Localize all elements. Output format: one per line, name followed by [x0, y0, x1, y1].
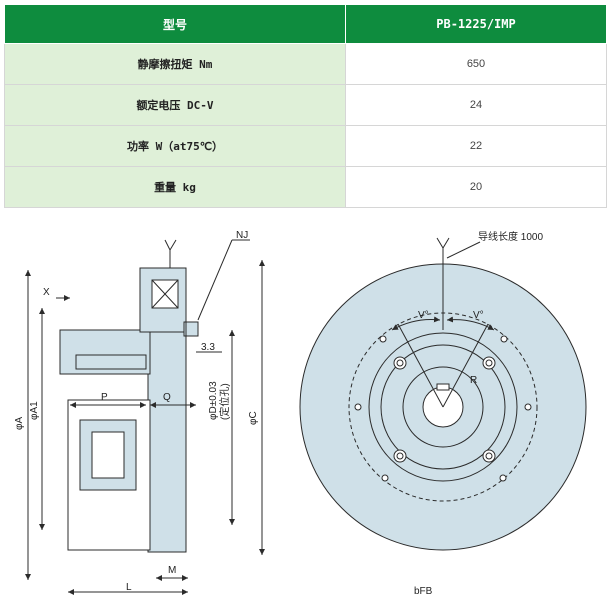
- label-phi-a1: φA1: [29, 401, 40, 420]
- label-phi-d: φD±0.03: [208, 381, 219, 420]
- label-v-right: V°: [473, 310, 484, 321]
- label-l: L: [126, 582, 132, 593]
- table-row: 功率 W（at75℃） 22: [4, 125, 607, 167]
- label-phi-a: φA: [14, 417, 25, 430]
- side-view-labels: NJ X 3.3 P Q M L φA φA1 φD±0.03 (定位孔) φC: [14, 230, 259, 593]
- front-view-labels: 导线长度 1000 V° V° R bFB: [414, 230, 543, 597]
- row-value: 650: [345, 43, 607, 85]
- label-phi-c: φC: [248, 411, 259, 425]
- label-m: M: [168, 565, 176, 576]
- row-label: 重量 kg: [4, 166, 346, 208]
- table-row: 额定电压 DC-V 24: [4, 84, 607, 126]
- label-q: Q: [163, 392, 171, 403]
- side-view: [25, 239, 265, 595]
- header-label: 型号: [4, 4, 346, 44]
- label-v-left: V°: [418, 310, 429, 321]
- spec-table: 型号 PB-1225/IMP 静摩擦扭矩 Nm 650 额定电压 DC-V 24…: [4, 4, 607, 208]
- row-label: 功率 W（at75℃）: [4, 125, 346, 167]
- table-row: 静摩擦扭矩 Nm 650: [4, 43, 607, 85]
- row-value: 24: [345, 84, 607, 126]
- label-bfb: bFB: [414, 586, 433, 597]
- front-view: [299, 237, 587, 551]
- label-lead-length: 导线长度 1000: [478, 230, 543, 243]
- header-model: PB-1225/IMP: [345, 4, 607, 44]
- label-r: R: [470, 375, 477, 386]
- label-phi-d-note: (定位孔): [218, 383, 231, 420]
- row-label: 静摩擦扭矩 Nm: [4, 43, 346, 85]
- row-value: 22: [345, 125, 607, 167]
- technical-drawing: NJ X 3.3 P Q M L φA φA1 φD±0.03 (定位孔) φC: [14, 230, 587, 597]
- row-label: 额定电压 DC-V: [4, 84, 346, 126]
- table-header-row: 型号 PB-1225/IMP: [4, 4, 607, 44]
- label-x: X: [43, 287, 50, 298]
- label-nj: NJ: [236, 230, 248, 241]
- label-3-3: 3.3: [201, 342, 215, 353]
- row-value: 20: [345, 166, 607, 208]
- table-row: 重量 kg 20: [4, 166, 607, 208]
- label-p: P: [101, 392, 108, 403]
